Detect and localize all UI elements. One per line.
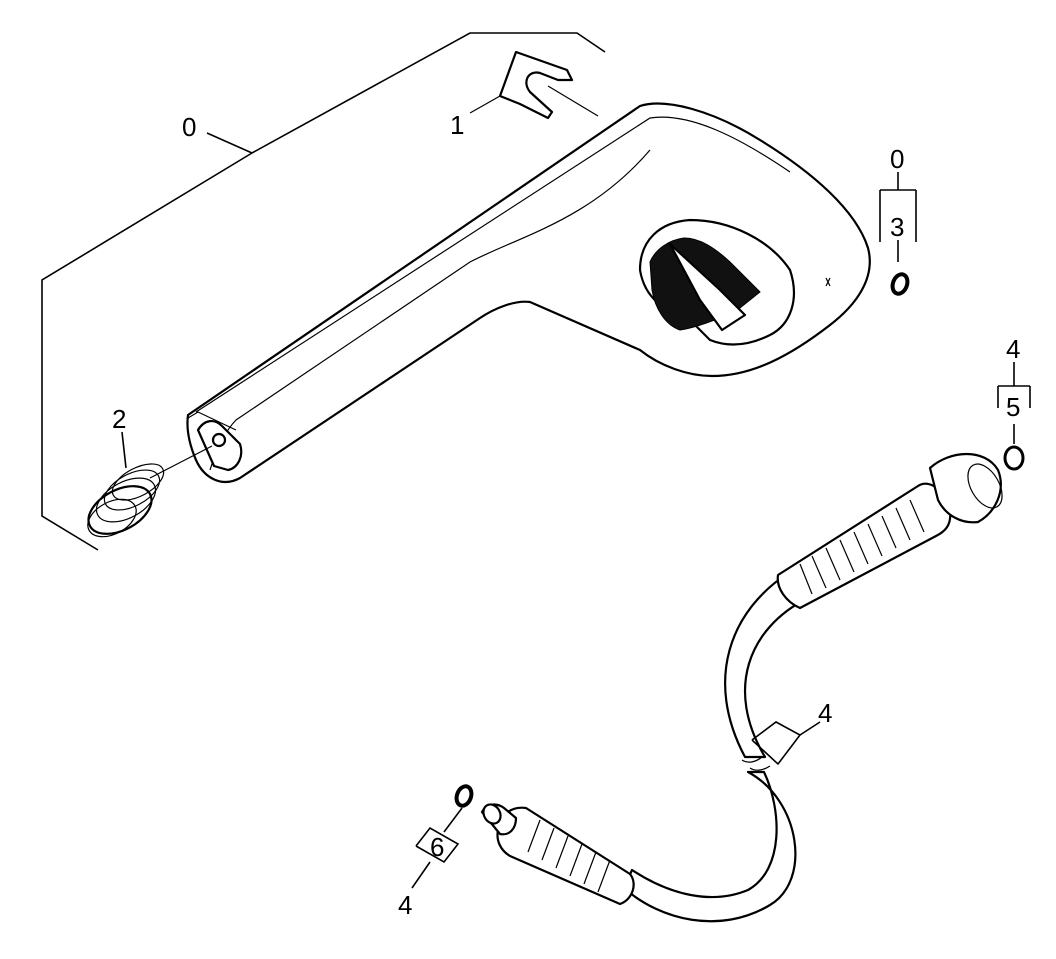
label-hose-kit-top: 4 — [1006, 334, 1020, 364]
label-seal-top: 3 — [890, 212, 904, 242]
label-spring: 2 — [112, 404, 126, 434]
seal-group-top — [879, 172, 917, 296]
spring-part — [87, 431, 213, 538]
kit-bracket-lines — [41, 32, 606, 551]
clip-part — [469, 50, 599, 120]
hose-assembly — [480, 452, 1003, 923]
bracket-right — [997, 362, 1031, 471]
label-kit-seal: 0 — [890, 144, 904, 174]
bracket-bottom-left — [411, 784, 474, 889]
label-hose: 4 — [818, 698, 832, 728]
label-oring-bottom: 6 — [430, 832, 444, 862]
trigger-gun-body — [186, 102, 871, 484]
bracket-hose-middle — [751, 721, 821, 766]
label-oring-right: 5 — [1006, 392, 1020, 422]
label-kit-main: 0 — [182, 112, 196, 142]
label-hose-kit-bottom: 4 — [398, 890, 412, 920]
label-clip: 1 — [450, 110, 464, 140]
